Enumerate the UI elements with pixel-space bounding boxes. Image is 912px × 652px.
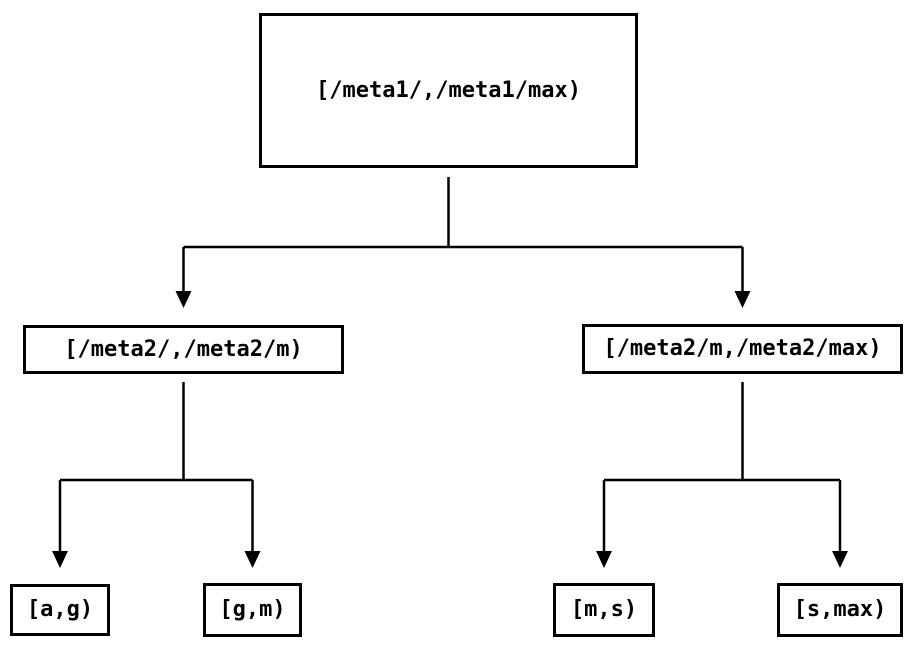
arrowhead-to-leaf-ms [596,551,612,568]
node-leaf-ms: [m,s) [553,583,655,637]
connector-right-to-leaves [602,382,842,551]
edge-group-right-subtree [596,382,848,568]
arrowhead-to-left-child [175,291,192,308]
connector-left-to-leaves [58,382,254,551]
node-meta2-right: [/meta2/m,/meta2/max) [582,324,903,374]
node-root-label: [/meta1/,/meta1/max) [316,77,581,103]
arrowhead-to-leaf-smax [832,551,848,568]
edge-group-root-to-level2 [175,177,751,308]
node-leaf-smax: [s,max) [777,583,903,637]
node-meta2-left: [/meta2/,/meta2/m) [23,325,344,374]
node-leaf-ms-label: [m,s) [570,597,638,622]
arrowhead-to-leaf-ag [52,551,68,568]
arrowhead-to-leaf-gm [244,551,261,568]
arrowhead-to-right-child [734,291,751,308]
connector-root-to-children [182,177,744,291]
node-leaf-gm: [g,m) [203,583,302,637]
node-leaf-ag: [a,g) [10,584,110,636]
node-root: [/meta1/,/meta1/max) [259,13,638,168]
node-leaf-ag-label: [a,g) [26,597,94,622]
node-meta2-left-label: [/meta2/,/meta2/m) [64,336,303,362]
edge-group-left-subtree [52,382,261,568]
node-leaf-gm-label: [g,m) [219,597,286,622]
node-meta2-right-label: [/meta2/m,/meta2/max) [603,336,882,361]
node-leaf-smax-label: [s,max) [793,597,887,622]
